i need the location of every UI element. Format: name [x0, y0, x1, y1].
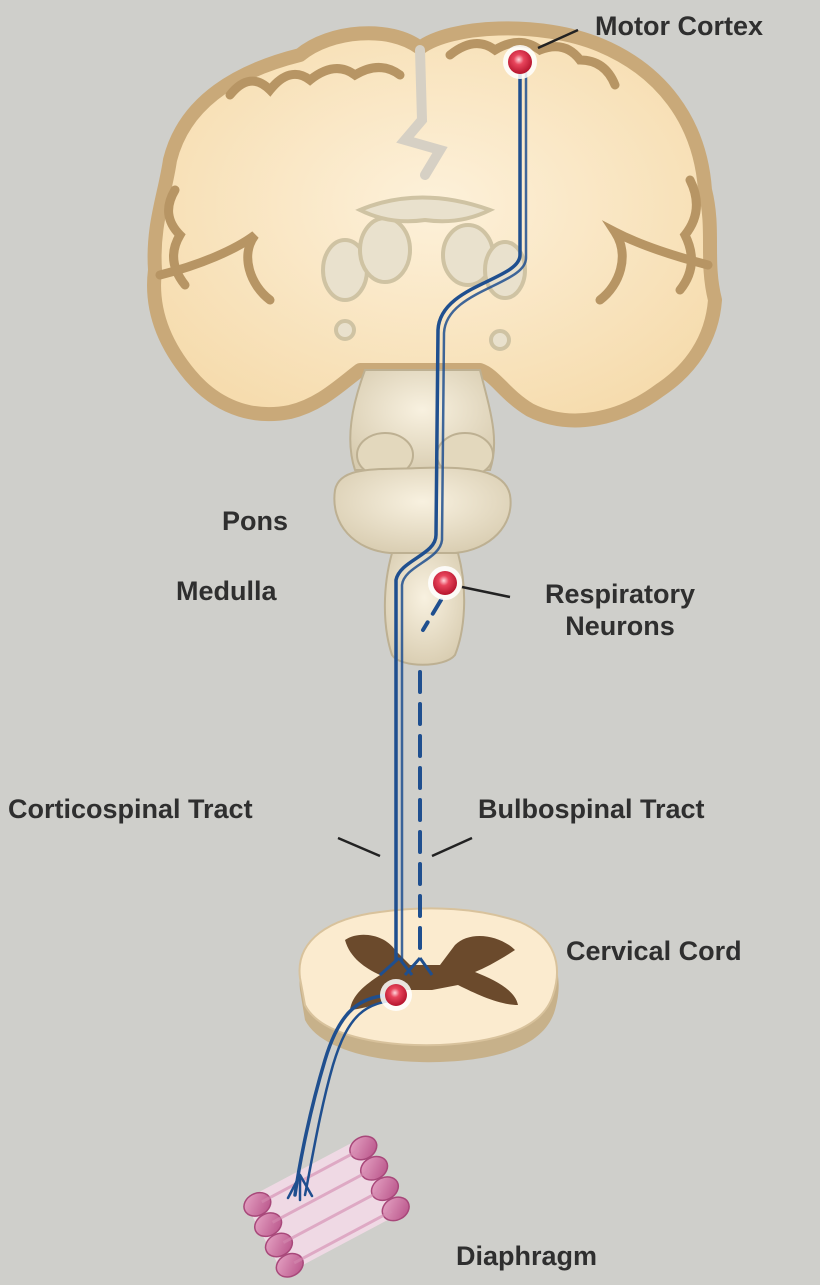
neuron-dot-cervical: [380, 979, 412, 1011]
label-cervical-cord: Cervical Cord: [566, 935, 742, 967]
label-bulbospinal-tract: Bulbospinal Tract: [478, 793, 705, 825]
pons-shape: [334, 468, 510, 553]
label-diaphragm: Diaphragm: [456, 1240, 597, 1272]
label-respiratory-neurons: Respiratory Neurons: [520, 578, 720, 643]
diaphragm-muscle: [240, 1132, 413, 1282]
leader-respiratory: [462, 587, 510, 597]
label-respiratory-line1: Respiratory: [520, 578, 720, 610]
brain-section: [154, 28, 715, 420]
cervical-cord-section: [300, 908, 559, 1062]
label-corticospinal-tract: Corticospinal Tract: [8, 793, 253, 825]
neuron-dot-respiratory: [428, 566, 462, 600]
label-pons: Pons: [222, 505, 288, 537]
neuron-dot-motor-cortex: [503, 45, 537, 79]
leader-corticospinal: [338, 838, 380, 856]
brainstem: [334, 370, 510, 665]
leader-bulbospinal: [432, 838, 472, 856]
label-medulla: Medulla: [176, 575, 277, 607]
label-motor-cortex: Motor Cortex: [595, 10, 763, 42]
label-respiratory-line2: Neurons: [520, 610, 720, 642]
